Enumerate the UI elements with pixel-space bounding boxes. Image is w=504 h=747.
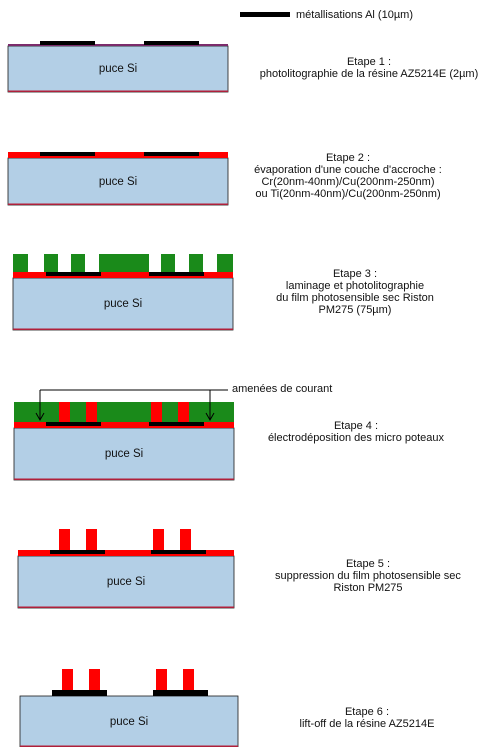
chip-label: puce Si [109, 715, 149, 728]
chip-label: puce Si [106, 576, 146, 588]
micro-pillar [153, 529, 164, 550]
step-line: du film photosensible sec Riston [276, 292, 434, 304]
step-line: lift-off de la résine AZ5214E [299, 718, 435, 730]
step-title: Etape 6 : [344, 706, 390, 718]
step-line: suppression du film photosensible sec [275, 570, 461, 582]
step-line: Cr(20nm-40nm)/Cu(200nm-250nm) [261, 176, 435, 188]
step-title: Etape 1 : [346, 56, 392, 68]
resist-film-block [71, 254, 85, 272]
chip-label: puce Si [98, 175, 138, 188]
metal-pad [151, 550, 206, 554]
chip-step-2-bottom-edge [8, 203, 228, 205]
step-line: ou Ti(20nm-40nm)/Cu(200nm-250nm) [255, 188, 441, 200]
legend-text: métallisations Al (10µm) [296, 9, 413, 21]
metal-pad [149, 272, 204, 276]
resist-film-block [189, 254, 203, 272]
resist-film-block [217, 254, 233, 272]
resist-film-block [13, 254, 28, 272]
micro-pillar [62, 669, 73, 690]
metal-pad [149, 422, 204, 426]
micro-pillar [89, 669, 100, 690]
metal-pad [144, 41, 199, 45]
micro-pillar [178, 402, 189, 422]
chip-label: puce Si [98, 63, 138, 75]
resist-layer-step-1 [8, 44, 228, 46]
arrow-head [35, 412, 45, 422]
step-line: évaporation d'une couche d'accroche : [254, 164, 442, 176]
micro-pillar [183, 669, 194, 690]
metal-pad [144, 152, 199, 156]
resist-film [14, 402, 234, 422]
micro-pillar [86, 529, 97, 550]
chip-step-2 [7, 157, 229, 206]
copper-layer-step-2 [8, 152, 228, 158]
chip-label: puce Si [103, 298, 143, 310]
copper-layer-step-3 [13, 272, 233, 278]
chip-step-1-bottom-edge [8, 90, 228, 92]
step-description: Etape 1 :photolitographie de la résine A… [239, 56, 499, 80]
micro-pillar [156, 669, 167, 690]
micro-pillar [180, 529, 191, 550]
micro-pillar [86, 402, 97, 422]
copper-layer-step-5 [18, 550, 234, 556]
resist-film-block [44, 254, 58, 272]
metal-pad [46, 272, 101, 276]
resist-film-block [161, 254, 175, 272]
chip-step-3-bottom-edge [13, 328, 233, 330]
step-title: Etape 3 : [332, 268, 378, 280]
micro-pillar [151, 402, 162, 422]
copper-layer-step-4 [14, 422, 234, 428]
step-title: Etape 2 : [325, 152, 371, 164]
metal-pad [153, 690, 208, 696]
resist-film-block [99, 254, 149, 272]
chip-step-5-bottom-edge [18, 606, 234, 608]
current-leads-label: amenées de courant [232, 383, 333, 395]
chip-step-6-bottom-edge [20, 745, 238, 747]
chip-step-6 [19, 695, 239, 747]
metal-pad [40, 152, 95, 156]
metal-pad [52, 690, 107, 696]
micro-pillar [59, 402, 70, 422]
step-description: Etape 4 :électrodéposition des micro pot… [226, 420, 486, 444]
chip-step-4 [13, 427, 235, 481]
chip-step-5 [17, 555, 235, 609]
arrow-head [205, 412, 215, 422]
step-line: photolitographie de la résine AZ5214E (2… [259, 68, 479, 80]
step-description: Etape 2 :évaporation d'une couche d'accr… [218, 152, 478, 200]
step-line: laminage et photolitographie [285, 280, 425, 292]
step-description: Etape 5 :suppression du film photosensib… [238, 558, 498, 594]
step-line: Riston PM275 [333, 582, 403, 594]
chip-label: puce Si [104, 448, 144, 460]
step-line: électrodéposition des micro poteaux [267, 432, 445, 444]
step-line: PM275 (75µm) [318, 304, 392, 316]
metal-pad [50, 550, 105, 554]
chip-step-1 [7, 45, 229, 93]
step-description: Etape 6 :lift-off de la résine AZ5214E [237, 706, 497, 730]
metal-pad [46, 422, 101, 426]
chip-step-4-bottom-edge [14, 478, 234, 480]
legend-swatch [240, 12, 290, 17]
metal-pad [40, 41, 95, 45]
step-title: Etape 5 : [345, 558, 391, 570]
micro-pillar [59, 529, 70, 550]
step-title: Etape 4 : [333, 420, 379, 432]
